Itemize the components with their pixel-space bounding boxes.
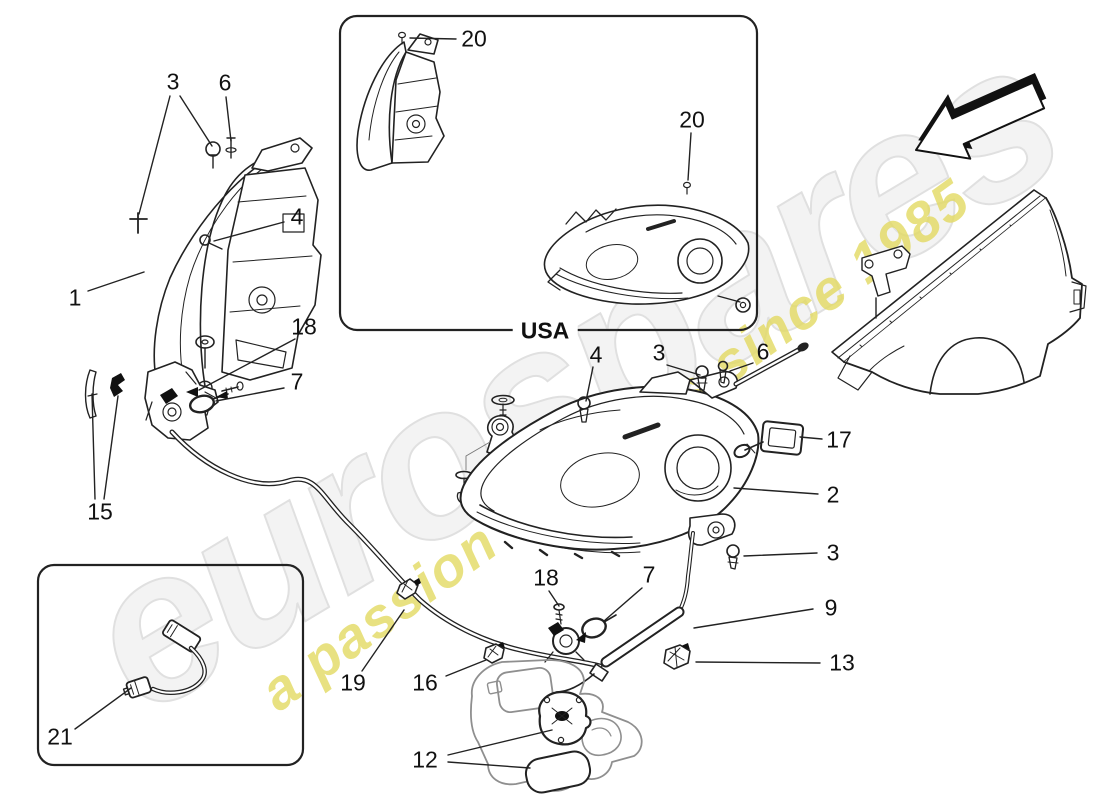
left-headlight-assembly <box>129 137 322 416</box>
callout-13: 13 <box>829 649 855 676</box>
main-headlight <box>455 342 809 570</box>
callout-2: 2 <box>826 481 840 508</box>
gasket-and-cover <box>524 690 592 794</box>
usa-inset-front-headlight <box>543 181 751 313</box>
callout-3-left-top: 3 <box>166 68 180 95</box>
usa-inset-rear-headlight <box>356 31 445 171</box>
callout-6-main: 6 <box>756 338 770 365</box>
callout-16: 16 <box>412 669 438 696</box>
lamp-bracket-group <box>84 361 244 441</box>
callout-4-left: 4 <box>290 203 304 230</box>
callout-21: 21 <box>47 723 73 750</box>
direction-arrow-icon <box>915 72 1047 160</box>
callout-4-main: 4 <box>589 341 603 368</box>
callout-20-inset-right: 20 <box>679 106 705 133</box>
leader-lines <box>74 37 823 769</box>
callout-12: 12 <box>412 746 438 773</box>
callout-17: 17 <box>826 426 852 453</box>
callout-18-left: 18 <box>291 313 317 340</box>
callout-7-bottom: 7 <box>642 561 656 588</box>
callout-3-main-bottom: 3 <box>826 539 840 566</box>
callout-19: 19 <box>340 669 366 696</box>
callout-20-inset-left: 20 <box>461 25 487 52</box>
usa-inset-label: USA <box>512 319 578 343</box>
fender <box>831 189 1087 395</box>
callout-7-left: 7 <box>290 368 304 395</box>
callout-18-bottom: 18 <box>533 564 559 591</box>
callout-15: 15 <box>87 498 113 525</box>
callout-6-left-top: 6 <box>218 69 232 96</box>
callout-1: 1 <box>68 284 82 311</box>
lower-harness-group <box>483 531 695 693</box>
headlight-wiring-cable <box>169 429 603 669</box>
callout-9: 9 <box>824 594 838 621</box>
callout-3-main-top: 3 <box>652 339 666 366</box>
repair-cable-box <box>36 563 305 767</box>
